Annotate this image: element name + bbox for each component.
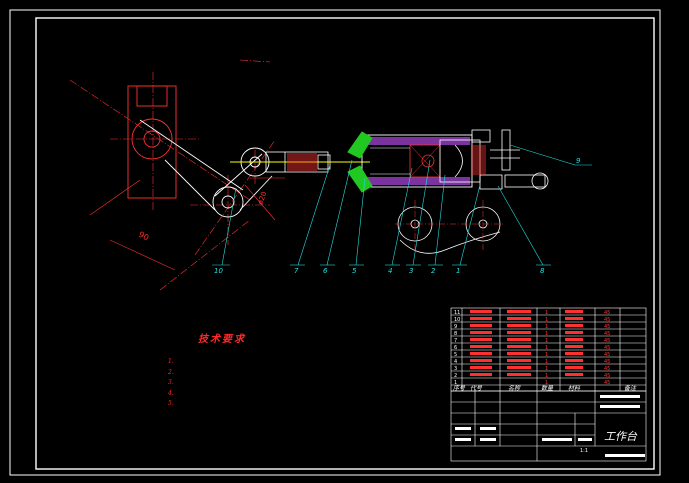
end-cap-hatch [472,145,486,175]
pivot-bracket [127,85,177,199]
leader-label-7: 7 [294,267,299,275]
parts-row-qty: 1 [545,338,548,344]
parts-row-mat: 45 [604,373,610,379]
header-name: 名称 [508,384,521,392]
parts-row-qty: 1 [545,373,548,379]
title-block-labels [455,395,645,457]
outer-border [9,9,661,476]
parts-row-qty: 1 [545,310,548,316]
header-qty: 数量 [541,384,554,392]
leader-label-1: 1 [456,267,460,275]
tech-req-item: 5. [168,400,174,407]
header-no: 序号 [453,384,466,392]
parts-row-mat: 45 [604,331,610,337]
parts-row-mat: 45 [604,345,610,351]
rear-end-cap [439,129,549,190]
parts-row-mat: 45 [604,352,610,358]
parts-row-no: 10 [454,317,460,323]
parts-row-qty: 1 [545,352,548,358]
header-code: 代号 [470,385,483,392]
parts-row-qty: 1 [545,345,548,351]
leader-label-10: 10 [214,267,223,275]
technical-requirements: 技术要求 1. 2. 3. 4. 5. [168,330,318,410]
parts-list-header: 序号 代号 名称 数量 材料 备注 [453,384,637,392]
parts-row-no: 1 [454,380,457,386]
tech-req-list: 1. 2. 3. 4. 5. [168,357,318,410]
parts-row-mat: 45 [604,359,610,365]
dimension-90: 90 [137,230,150,243]
dimension-dia20: ø20 [256,191,268,206]
tech-req-item: 3. [168,379,174,386]
parts-row-mat: 45 [604,324,610,330]
centerlines [69,59,276,291]
title-block-grid [450,307,647,462]
parts-row-no: 5 [454,352,457,358]
leader-label-3: 3 [409,267,413,275]
leader-label-5: 5 [352,267,357,275]
parts-row-no: 2 [454,373,457,379]
tech-req-item: 1. [168,358,174,365]
front-gland [347,131,373,193]
tech-req-item: 2. [168,368,174,376]
header-material: 材料 [568,384,581,392]
sheet-scale: 1:1 [580,448,588,454]
leader-numbers: 10 7 6 5 4 3 2 1 8 9 [214,157,581,275]
parts-list-red-text [470,310,583,376]
support-bracket [395,200,505,254]
swing-arm [139,119,273,218]
parts-row-no: 3 [454,366,457,372]
parts-row-qty: 1 [545,317,548,323]
leader-lines [212,144,592,266]
parts-row-no: 8 [454,331,457,337]
parts-row-no: 9 [454,324,457,330]
parts-row-mat: 45 [604,380,610,386]
parts-row-no: 6 [454,345,457,351]
header-remark: 备注 [624,384,637,392]
parts-row-no: 11 [454,310,460,316]
parts-row-mat: 45 [604,310,610,316]
parts-row-no: 7 [454,338,457,344]
parts-row-mat: 45 [604,317,610,323]
cylinder-body [361,134,473,188]
parts-row-qty: 1 [545,366,548,372]
leader-label-8: 8 [540,267,545,275]
parts-row-qty: 1 [545,331,548,337]
tech-req-title: 技术要求 [198,334,246,345]
parts-row-qty: 1 [545,324,548,330]
drawing-name: 工作台 [604,430,638,443]
parts-row-no: 4 [454,359,457,365]
parts-row-qty: 1 [545,359,548,365]
leader-label-6: 6 [323,267,328,275]
parts-row-qty: 1 [545,380,548,386]
parts-row-mat: 45 [604,338,610,344]
rod-hatch [287,153,317,171]
dimension-lines [89,177,285,271]
piston-rod [230,151,370,173]
leader-label-2: 2 [431,267,436,275]
parts-row-mat: 45 [604,366,610,372]
inner-border [35,17,655,470]
tech-req-item: 4. [168,389,174,397]
leader-label-4: 4 [388,267,392,275]
leader-label-9: 9 [576,157,581,165]
